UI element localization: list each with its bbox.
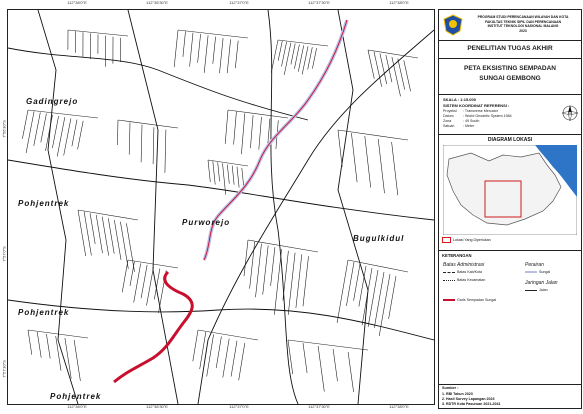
- source-item: 2. Hasil Survey Lapangan 2023: [442, 397, 495, 401]
- inset-legend: Lokasi Yang Diperlukan: [442, 237, 491, 243]
- legend-item: Sungai: [525, 270, 550, 274]
- main-map[interactable]: Gadingrejo Pohjentrek Purworejo Bugulkid…: [7, 9, 435, 405]
- river-buffer-line: [113, 270, 194, 384]
- bottom-coordinate-ticks: 112°36'0"E 112°36'30"E 112°37'0"E 112°37…: [7, 404, 435, 413]
- legend-road-title: Jaringan Jalan: [525, 280, 558, 286]
- tick-label: 7°57'30"S: [1, 360, 7, 378]
- tick-label: 112°36'0"E: [67, 0, 87, 5]
- tick-label: 112°37'30"E: [308, 404, 330, 409]
- top-coordinate-ticks: 112°36'0"E 112°36'30"E 112°37'0"E 112°37…: [7, 0, 435, 9]
- source-item: 1. RBI Tahun 2023: [442, 392, 473, 396]
- legend-water-title: Perairan: [525, 262, 544, 268]
- place-label: Pohjentrek: [18, 308, 70, 317]
- meta-row: Proyeksi: Transverse Mercator: [443, 109, 498, 113]
- place-label: Pohjentrek: [18, 199, 70, 208]
- map-title-line-2: SUNGAI GEMBONG: [479, 75, 541, 82]
- place-label: Gadingrejo: [26, 97, 79, 106]
- institution-text: PROGRAM STUDI PERENCANAAN WILAYAH DAN KO…: [477, 15, 569, 33]
- research-box: PENELITIAN TUGAS AKHIR: [439, 40, 581, 59]
- tick-label: 112°37'0"E: [229, 0, 249, 5]
- tick-label: 112°37'30"E: [308, 0, 330, 5]
- coordinate-ref-label: SISTEM KOORDINAT REFERENSI :: [443, 103, 510, 108]
- map-info-box: SKALA : 1:15.000 SISTEM KOORDINAT REFERE…: [439, 94, 581, 135]
- north-arrow-icon: [561, 105, 579, 122]
- legend-item: Batas Kab/Kota: [443, 270, 482, 274]
- map-title-line-1: PETA EKSISTING SEMPADAN: [464, 65, 556, 72]
- map-legend-panel: PROGRAM STUDI PERENCANAAN WILAYAH DAN KO…: [438, 9, 582, 409]
- tick-label: 112°37'0"E: [229, 404, 249, 409]
- tick-label: 7°56'30"S: [1, 120, 7, 138]
- source-item: 3. RDTR Kota Pasuruan 2021-2041: [442, 402, 501, 406]
- inset-map: [443, 145, 577, 235]
- legend-box: KETERANGAN Batas Administrasi Batas Kab/…: [439, 250, 581, 384]
- place-label: Pohjentrek: [50, 392, 102, 401]
- place-label: Purworejo: [182, 218, 231, 227]
- inset-title: DIAGRAM LOKASI: [487, 137, 533, 143]
- sources-title: Sumber :: [442, 386, 459, 390]
- meta-row: Datum: World Geodetic System 1984: [443, 114, 512, 118]
- location-swatch: [442, 237, 451, 243]
- legend-item: Batas Kecamatan: [443, 278, 485, 282]
- legend-item: Jalan: [525, 288, 548, 292]
- meta-row: Satuan: Meter: [443, 124, 475, 128]
- tick-label: 112°36'0"E: [67, 404, 87, 409]
- left-coordinate-ticks: 7°56'30"S 7°57'0"S 7°57'30"S: [0, 9, 7, 405]
- map-canvas: [8, 10, 434, 404]
- map-title-box: PETA EKSISTING SEMPADAN SUNGAI GEMBONG: [439, 58, 581, 95]
- legend-title: KETERANGAN: [442, 253, 472, 258]
- place-label: Bugulkidul: [353, 234, 405, 243]
- institution-header: PROGRAM STUDI PERENCANAAN WILAYAH DAN KO…: [439, 10, 581, 41]
- legend-item: Garis Sempadan Sungai: [443, 298, 496, 302]
- tick-label: 112°38'0"E: [389, 0, 409, 5]
- institution-logo-icon: [443, 14, 463, 36]
- sources-box: Sumber : 1. RBI Tahun 2023 2. Hasil Surv…: [439, 384, 581, 409]
- research-title: PENELITIAN TUGAS AKHIR: [467, 45, 553, 52]
- scale-label: SKALA : 1:15.000: [443, 97, 476, 102]
- major-roads: [8, 10, 434, 404]
- tick-label: 112°38'0"E: [389, 404, 409, 409]
- tick-label: 112°36'30"E: [146, 0, 168, 5]
- legend-admin-title: Batas Administrasi: [443, 262, 485, 268]
- meta-row: Zona: 49 South: [443, 119, 480, 123]
- tick-label: 7°57'0"S: [1, 246, 7, 262]
- location-diagram: DIAGRAM LOKASI Lokasi Yang Diperlukan: [439, 134, 581, 251]
- tick-label: 112°36'30"E: [146, 404, 168, 409]
